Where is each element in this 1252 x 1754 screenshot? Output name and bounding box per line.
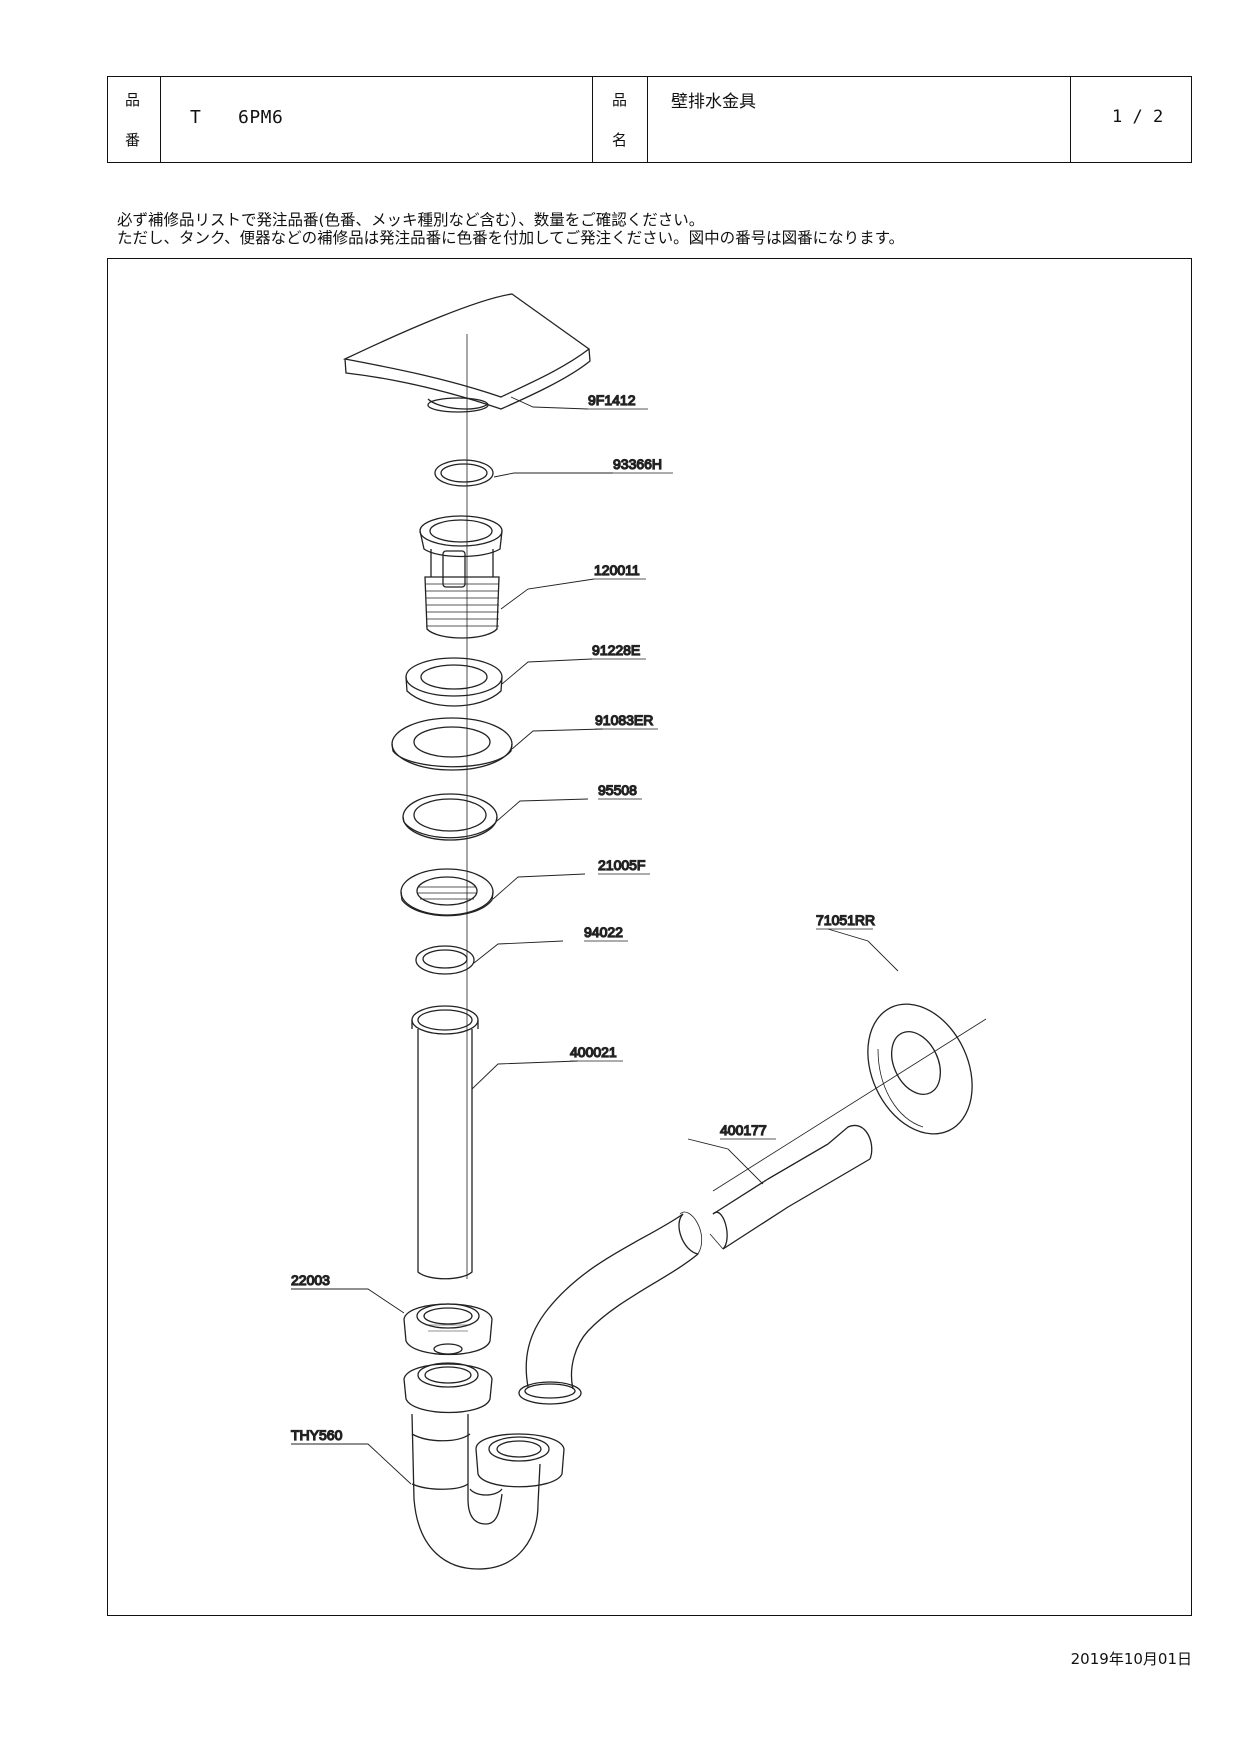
part-label-9f1412: 9F1412 [588, 392, 636, 408]
part-label-95508: 95508 [598, 782, 637, 798]
part-label-400177: 400177 [720, 1122, 767, 1138]
leader-line [827, 928, 899, 972]
drain-cap-part [342, 293, 591, 413]
part-label-21005f: 21005F [598, 857, 645, 873]
p-trap-part [403, 1362, 565, 1570]
leader-line [473, 940, 564, 964]
product-name-label-top: 品 [612, 91, 628, 109]
part-label-93366h: 93366H [613, 456, 662, 472]
packing-washer-part [391, 717, 513, 771]
escutcheon-plate-part [867, 1003, 973, 1135]
issue-date: 2019年10月01日 [1070, 1650, 1192, 1668]
title-block: 品 番 T 6PM6 品 名 壁排水金具 1 / 2 [107, 76, 1192, 163]
note-line-2: ただし、タンク、便器などの補修品は発注品番に色番を付加してご発注ください。図中の… [117, 229, 905, 247]
leader-line [471, 1060, 579, 1090]
drain-body-part [419, 515, 503, 639]
part-label-22003: 22003 [291, 1272, 330, 1288]
product-name-label-bottom: 名 [612, 131, 628, 149]
exploded-parts-diagram: 9F1412 93366H 120011 91228E 91083ER 9550… [290, 293, 987, 1570]
part-label-94022: 94022 [584, 924, 623, 940]
leader-line [291, 1443, 412, 1485]
part-label-91228e: 91228E [592, 642, 640, 658]
small-washer-part [415, 945, 475, 975]
divider [647, 77, 648, 162]
flat-washer-part [402, 793, 498, 841]
divider [160, 77, 161, 162]
part-label-thy560: THY560 [291, 1427, 343, 1443]
part-no-label-bottom: 番 [125, 131, 141, 149]
leader-line [492, 873, 586, 900]
tail-pipe-part [411, 1005, 479, 1280]
product-name: 壁排水金具 [671, 92, 756, 112]
pipe-axis-line [712, 1018, 987, 1192]
lock-nut-part [400, 868, 494, 917]
part-label-71051rr: 71051RR [816, 912, 875, 928]
divider [1070, 77, 1071, 162]
page-number: 1 / 2 [1112, 107, 1164, 127]
leader-line [291, 1288, 405, 1314]
leader-line [500, 578, 595, 610]
part-label-400021: 400021 [570, 1044, 617, 1060]
leader-line [687, 1138, 764, 1185]
part-no-label-top: 品 [125, 91, 141, 109]
part-no-prefix: T [190, 107, 202, 128]
leader-line [496, 798, 589, 822]
part-label-91083er: 91083ER [595, 712, 653, 728]
drawing-frame: 9F1412 93366H 120011 91228E 91083ER 9550… [107, 258, 1192, 1616]
leader-line [501, 658, 593, 685]
wall-pipe-part [518, 1124, 873, 1405]
part-no-value: 6PM6 [238, 107, 284, 128]
slip-nut-part [403, 1303, 493, 1356]
note-line-1: 必ず補修品リストで発注品番(色番、メッキ種別など含む）、数量をご確認ください。 [117, 211, 705, 229]
divider [592, 77, 593, 162]
leader-line [510, 396, 589, 410]
leader-line [511, 728, 604, 750]
leader-line [493, 472, 613, 478]
part-label-120011: 120011 [594, 562, 640, 578]
o-ring-part [434, 459, 494, 487]
gasket-part [405, 657, 503, 707]
